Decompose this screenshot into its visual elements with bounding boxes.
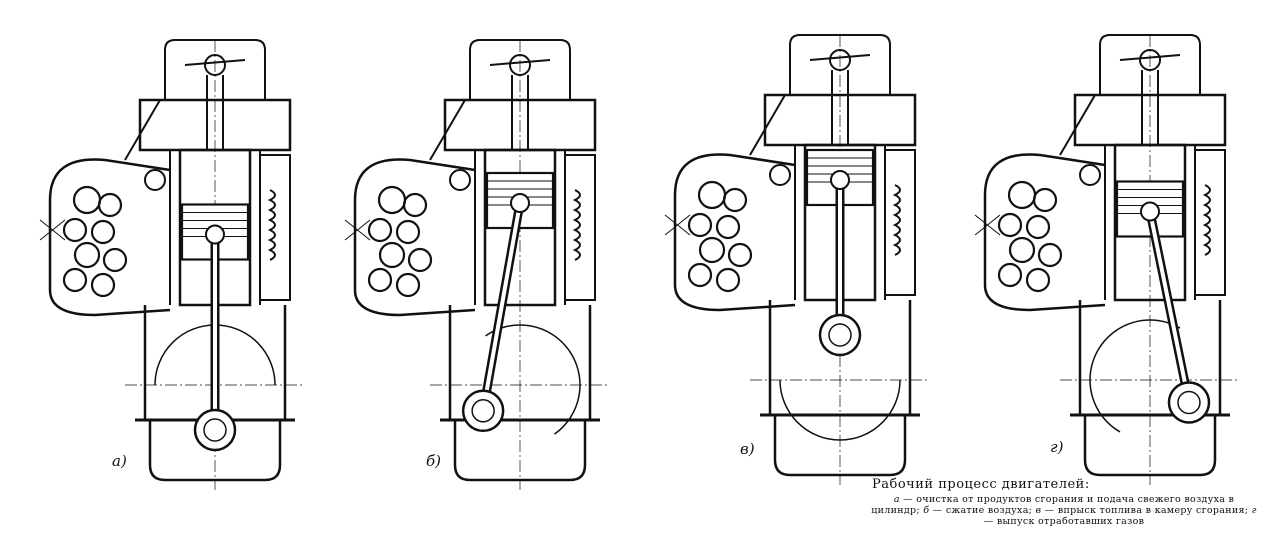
crank-pin bbox=[828, 323, 852, 347]
piston-pin bbox=[205, 224, 225, 245]
big-end-bearing bbox=[461, 389, 505, 433]
connecting-rod-web bbox=[481, 202, 522, 412]
label-v: в) bbox=[740, 440, 755, 458]
piston-pin bbox=[1140, 201, 1160, 222]
crank-counterweight bbox=[485, 324, 581, 435]
piston-pin bbox=[830, 170, 850, 190]
big-end-bearing bbox=[193, 408, 237, 452]
piston-pin bbox=[510, 193, 530, 213]
connecting-rod-web bbox=[1148, 211, 1191, 403]
engine-section-b bbox=[343, 38, 612, 492]
caption-title: Рабочий процесс двигателей: bbox=[872, 477, 1090, 492]
caption-body: а — очистка от продуктов сгорания и пода… bbox=[871, 494, 1257, 527]
crank-pin bbox=[1177, 390, 1201, 415]
big-end-bearing bbox=[1167, 381, 1211, 424]
label-g: г) bbox=[1050, 438, 1064, 456]
engine-body bbox=[38, 38, 307, 492]
crank-pin bbox=[203, 418, 227, 442]
big-end-bearing bbox=[818, 313, 862, 357]
label-b: б) bbox=[426, 452, 442, 470]
label-a: а) bbox=[112, 452, 127, 470]
engine-body bbox=[663, 33, 932, 487]
crank-pin bbox=[471, 399, 495, 423]
crank-counterweight bbox=[1089, 319, 1181, 433]
crank-counterweight bbox=[779, 379, 901, 441]
engine-section-a bbox=[38, 38, 307, 492]
engine-section-v bbox=[663, 33, 932, 487]
engine-section-g bbox=[973, 33, 1242, 487]
